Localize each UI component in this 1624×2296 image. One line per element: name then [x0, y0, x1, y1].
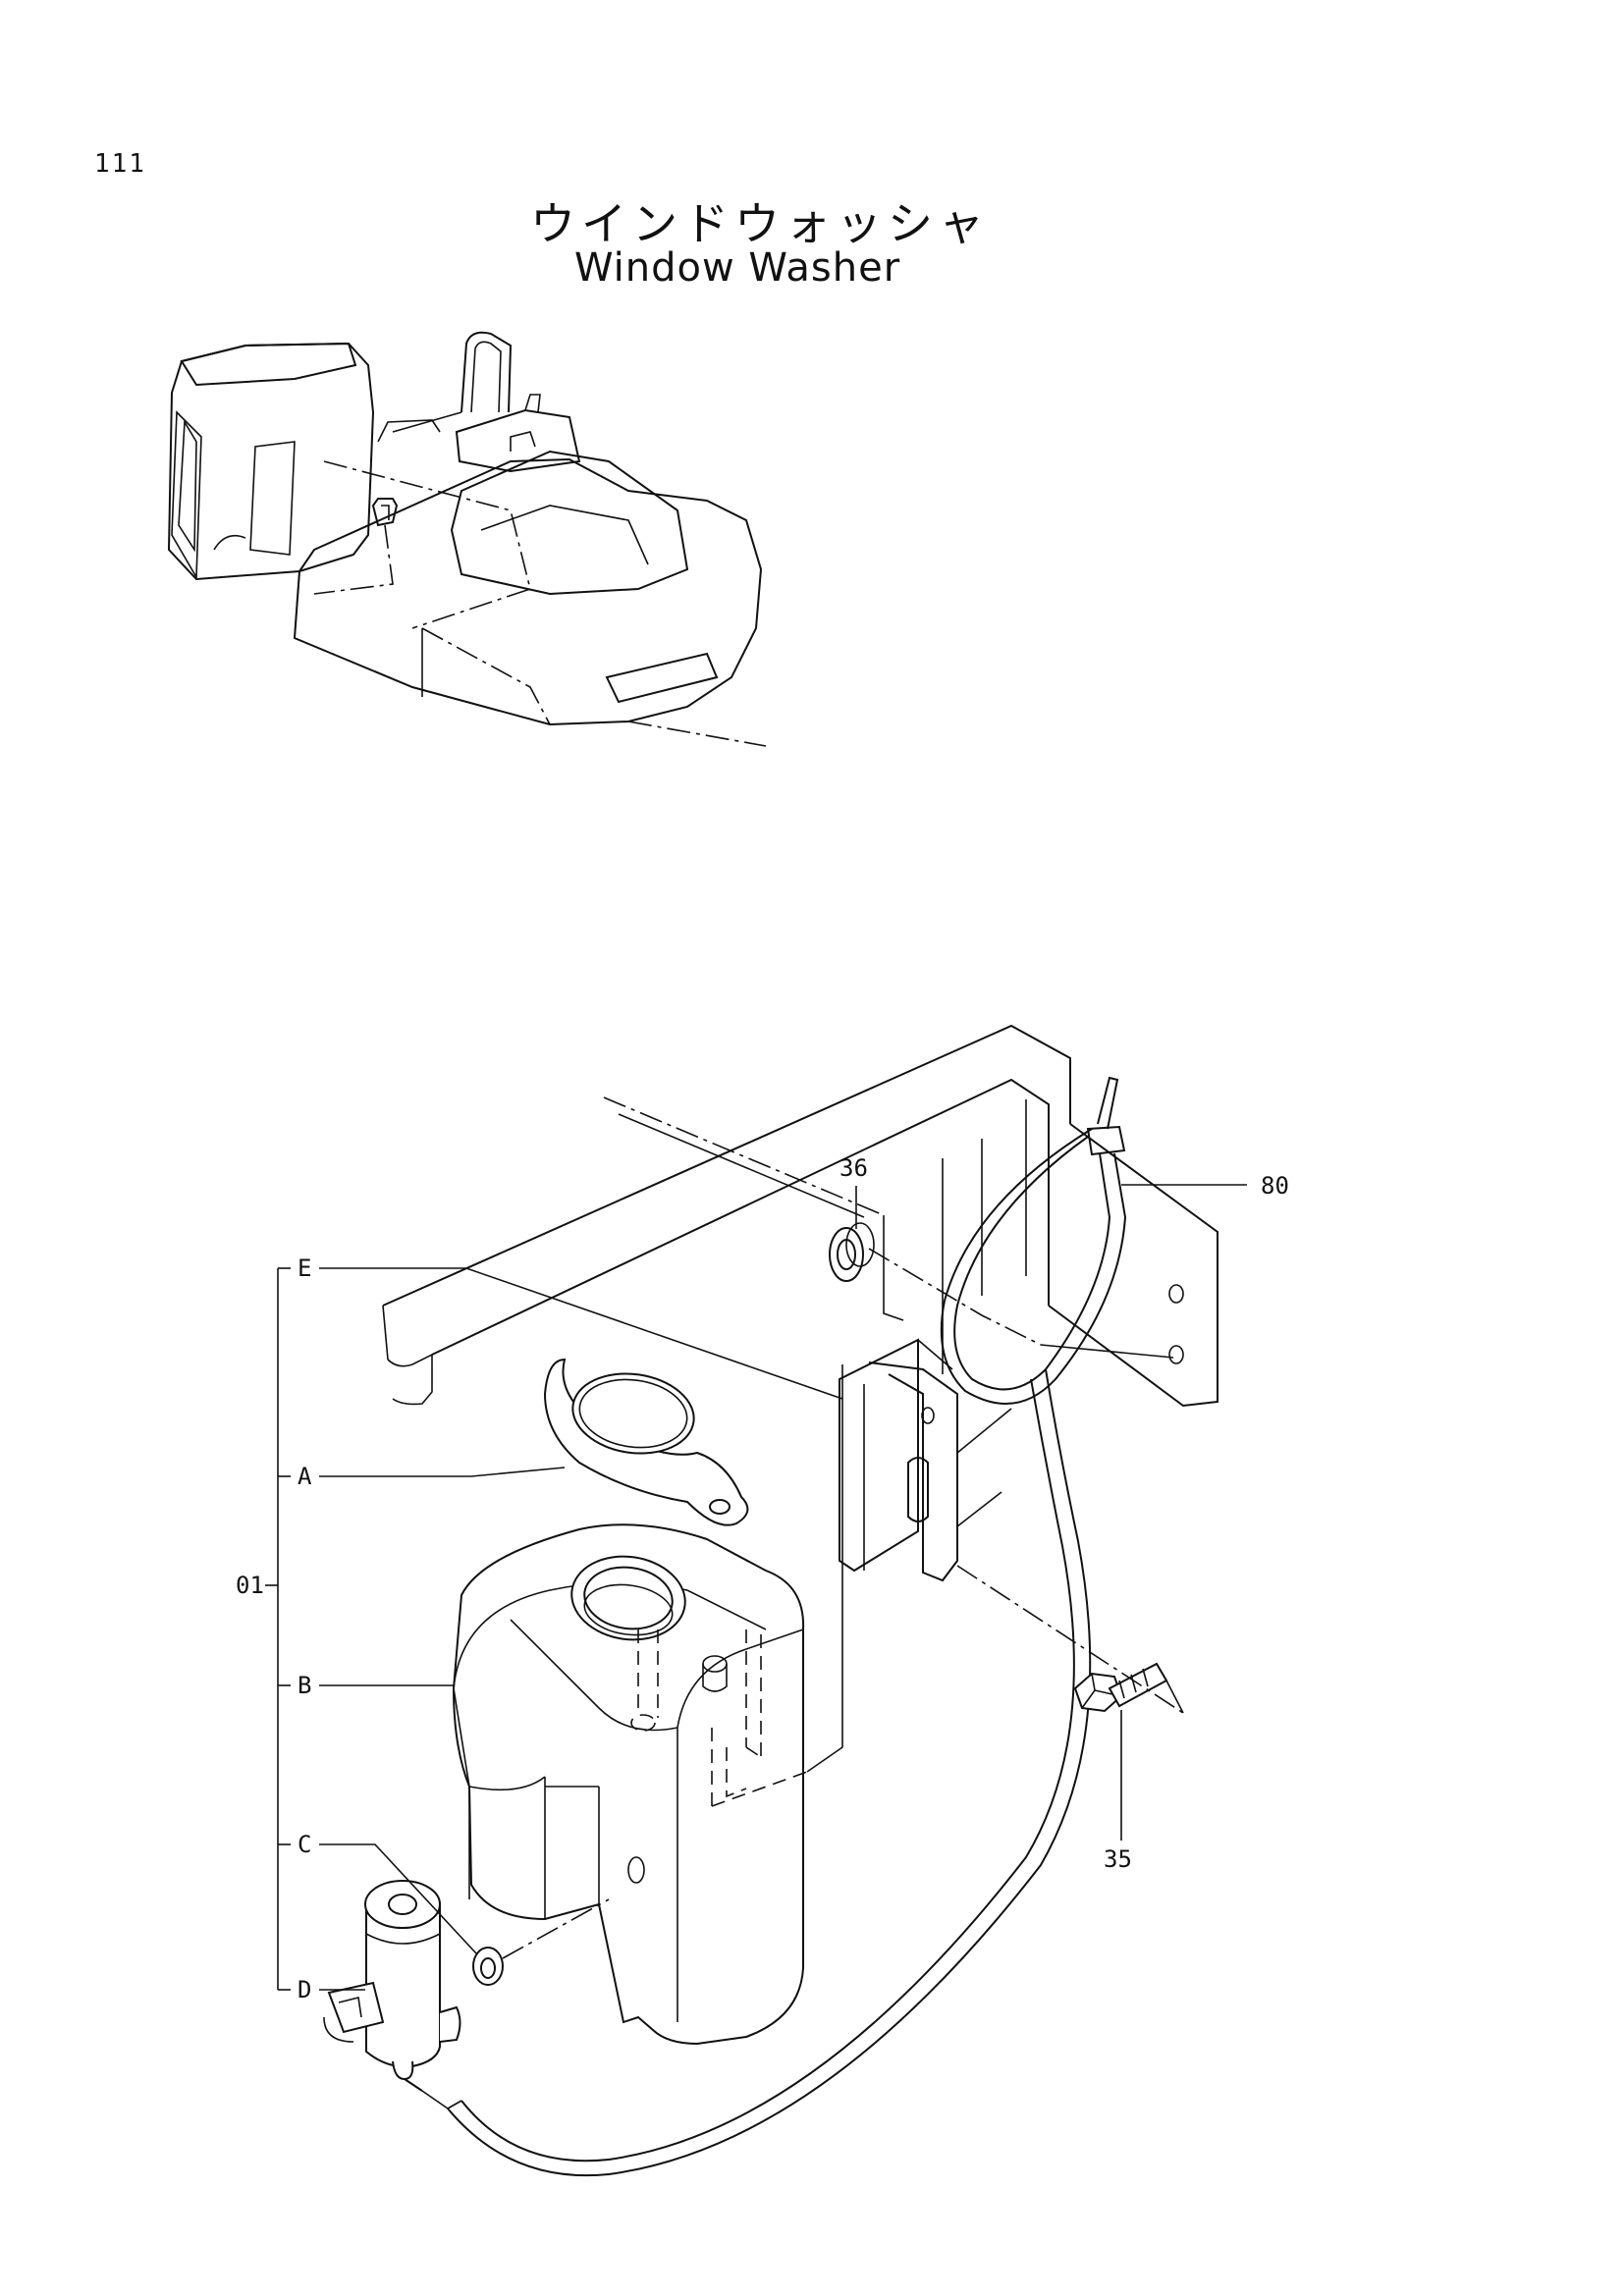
page-number: 111 — [94, 149, 146, 179]
callout-e: E — [298, 1255, 311, 1282]
part-36-grommet — [829, 1222, 1174, 1359]
part-b-washer-tank — [452, 1364, 843, 2046]
page-title-english: Window Washer — [574, 245, 901, 291]
callout-b: B — [298, 1672, 311, 1699]
part-a-cap — [543, 1358, 749, 1526]
callout-c: C — [298, 1831, 311, 1858]
callout-d: D — [298, 1976, 311, 2003]
callout-01: 01 — [236, 1572, 264, 1599]
part-d-washer-pump — [323, 1880, 461, 2092]
callout-labels: 36 80 35 01 E A B C D — [236, 1154, 1289, 2003]
callout-80: 80 — [1261, 1172, 1289, 1200]
page-title-japanese: ウインドウォッシャ — [530, 197, 990, 250]
callout-36: 36 — [839, 1154, 868, 1182]
part-80-cable-tie — [940, 1076, 1127, 1405]
excavator-overview-illustration — [167, 331, 767, 747]
part-35-bolt — [956, 1565, 1184, 1714]
washer-hose — [421, 1368, 1092, 2177]
callout-leaders — [265, 1184, 1247, 1991]
callout-a: A — [298, 1463, 312, 1490]
callout-35: 35 — [1104, 1845, 1132, 1873]
bracket-plate-e — [839, 1338, 1012, 1582]
mounting-frame — [382, 1024, 1218, 1408]
part-c-grommet — [472, 1898, 610, 1986]
